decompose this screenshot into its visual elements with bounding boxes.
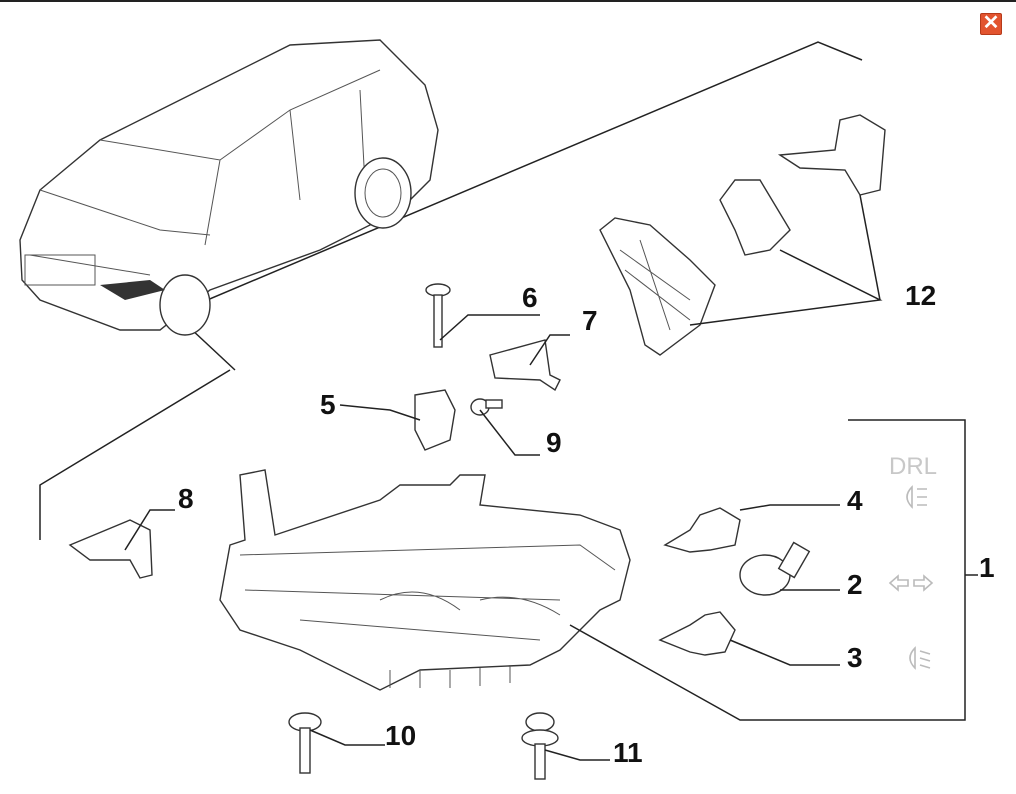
part-6-screw <box>425 283 451 348</box>
callout-1: 1 <box>979 552 995 583</box>
headlamp-highlight <box>100 280 165 300</box>
callout-5: 5 <box>320 389 336 420</box>
drl-label: DRL <box>889 453 937 480</box>
bulb-4-drl <box>663 507 741 553</box>
callout-12: 12 <box>905 280 936 311</box>
part-5-adjuster <box>414 389 456 451</box>
car-illustration <box>19 39 439 336</box>
part-8-bracket <box>68 519 153 579</box>
top-border <box>0 0 1016 2</box>
callout-4: 4 <box>847 485 863 516</box>
part-10-bolt <box>288 712 322 774</box>
callout-9: 9 <box>546 427 562 458</box>
headlamp-assembly <box>219 469 631 691</box>
callout-6: 6 <box>522 282 538 313</box>
callout-7: 7 <box>582 305 598 336</box>
part-11-bolt <box>521 712 559 780</box>
callout-8: 8 <box>178 483 194 514</box>
part-12-brackets <box>599 114 886 356</box>
position-light-icon <box>906 485 927 509</box>
part-9-screw <box>470 398 503 416</box>
bulb-3-low-beam <box>658 611 736 656</box>
leader-lines <box>124 194 978 761</box>
bulb-2-turn <box>739 541 811 596</box>
low-beam-icon <box>909 646 931 670</box>
turn-signal-arrows-icon <box>888 574 934 592</box>
part-7-bracket <box>489 339 561 392</box>
callout-2: 2 <box>847 569 863 600</box>
callout-10: 10 <box>385 720 416 751</box>
close-button[interactable]: ✕ <box>980 13 1002 35</box>
callout-3: 3 <box>847 642 863 673</box>
callout-11: 11 <box>613 737 643 768</box>
